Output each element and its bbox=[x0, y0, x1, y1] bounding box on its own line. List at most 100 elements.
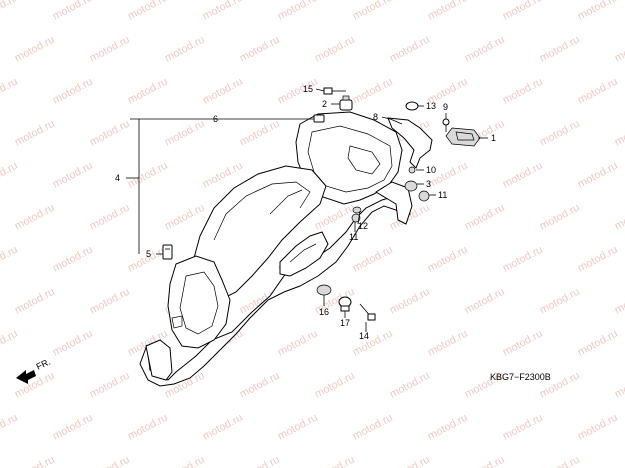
bolt-15-part bbox=[323, 87, 346, 95]
watermark-text: motod.ru bbox=[13, 202, 57, 233]
watermark-text: motod.ru bbox=[538, 454, 582, 468]
watermark-text: motod.ru bbox=[0, 160, 20, 191]
watermark-text: motod.ru bbox=[576, 160, 620, 191]
watermark-text: motod.ru bbox=[238, 454, 282, 468]
watermark-text: motod.ru bbox=[576, 244, 620, 275]
callout-1: 1 bbox=[491, 133, 496, 143]
callout-5: 5 bbox=[146, 249, 151, 259]
watermark-text: motod.ru bbox=[13, 454, 57, 468]
watermark-text: motod.ru bbox=[463, 286, 507, 317]
watermark-text: motod.ru bbox=[576, 0, 620, 23]
callout-16: 16 bbox=[319, 307, 329, 317]
watermark-text: motod.ru bbox=[388, 286, 432, 317]
watermark-text: motod.ru bbox=[351, 412, 395, 443]
watermark-text: motod.ru bbox=[613, 454, 625, 468]
grommet-3-part bbox=[404, 180, 418, 192]
watermark-text: motod.ru bbox=[426, 0, 470, 23]
watermark-text: motod.ru bbox=[388, 370, 432, 401]
watermark-text: motod.ru bbox=[276, 412, 320, 443]
watermark-text: motod.ru bbox=[0, 0, 20, 23]
watermark-text: motod.ru bbox=[501, 76, 545, 107]
watermark-text: motod.ru bbox=[51, 328, 95, 359]
watermark-text: motod.ru bbox=[313, 454, 357, 468]
watermark-text: motod.ru bbox=[13, 118, 57, 149]
watermark-text: motod.ru bbox=[163, 454, 207, 468]
clip-5-part bbox=[162, 244, 173, 260]
callout-9: 9 bbox=[443, 102, 448, 112]
watermark-text: motod.ru bbox=[276, 328, 320, 359]
callout-8: 8 bbox=[373, 112, 378, 122]
watermark-text: motod.ru bbox=[238, 118, 282, 149]
callout-13: 13 bbox=[426, 101, 436, 111]
watermark-text: motod.ru bbox=[426, 244, 470, 275]
watermark-text: motod.ru bbox=[126, 160, 170, 191]
watermark-text: motod.ru bbox=[13, 286, 57, 317]
watermark-text: motod.ru bbox=[576, 76, 620, 107]
watermark-text: motod.ru bbox=[276, 0, 320, 23]
callout-12: 12 bbox=[358, 221, 368, 231]
watermark-text: motod.ru bbox=[88, 34, 132, 65]
callout-3: 3 bbox=[426, 179, 431, 189]
callout-14: 14 bbox=[359, 331, 369, 341]
watermark-text: motod.ru bbox=[501, 160, 545, 191]
callout-2: 2 bbox=[322, 99, 327, 109]
watermark-text: motod.ru bbox=[538, 34, 582, 65]
reflector-1-part bbox=[445, 127, 481, 147]
nut-13-part bbox=[405, 101, 419, 111]
watermark-text: motod.ru bbox=[538, 202, 582, 233]
watermark-text: motod.ru bbox=[576, 412, 620, 443]
callout-17: 17 bbox=[340, 318, 350, 328]
rear-fender-part bbox=[139, 111, 413, 387]
nut-11-lower-part bbox=[351, 213, 361, 223]
watermark-text: motod.ru bbox=[351, 244, 395, 275]
watermark-text: motod.ru bbox=[51, 244, 95, 275]
bolt-14-part bbox=[359, 303, 376, 321]
watermark-text: motod.ru bbox=[0, 244, 20, 275]
watermark-text: motod.ru bbox=[88, 202, 132, 233]
watermark-text: motod.ru bbox=[463, 202, 507, 233]
bracket-8-part bbox=[387, 117, 433, 169]
watermark-text: motod.ru bbox=[388, 34, 432, 65]
watermark-text: motod.ru bbox=[613, 370, 625, 401]
callout-labels: 1 2 3 4 5 6 8 9 10 11 11 12 13 14 15 16 … bbox=[115, 84, 496, 341]
watermark-text: motod.ru bbox=[51, 160, 95, 191]
watermark-text: motod.ru bbox=[88, 370, 132, 401]
nut-11-upper-part bbox=[418, 190, 430, 202]
diagram-code: KBG7−F2300B bbox=[490, 372, 551, 382]
callout-15: 15 bbox=[303, 84, 313, 94]
watermark-text: motod.ru bbox=[238, 370, 282, 401]
watermark-text: motod.ru bbox=[13, 34, 57, 65]
watermark-text: motod.ru bbox=[126, 412, 170, 443]
screw-9-part bbox=[442, 118, 450, 132]
watermark-text: motod.ru bbox=[88, 454, 132, 468]
watermark-text: motod.ru bbox=[51, 412, 95, 443]
watermark-text: motod.ru bbox=[613, 286, 625, 317]
watermark-text: motod.ru bbox=[276, 76, 320, 107]
watermark-text: motod.ru bbox=[201, 412, 245, 443]
watermark-text: motod.ru bbox=[426, 328, 470, 359]
watermark-text: motod.ru bbox=[351, 328, 395, 359]
watermark-text: motod.ru bbox=[51, 76, 95, 107]
watermark-text: motod.ru bbox=[313, 34, 357, 65]
callout-11-upper: 11 bbox=[438, 190, 447, 200]
grommet-16-part bbox=[316, 284, 332, 296]
callout-11-lower: 11 bbox=[349, 232, 358, 242]
watermark-text: motod.ru bbox=[538, 286, 582, 317]
collar-17-part bbox=[338, 296, 352, 312]
watermark-text: motod.ru bbox=[351, 76, 395, 107]
nut-10-part bbox=[408, 166, 416, 174]
watermark-text: motod.ru bbox=[613, 34, 625, 65]
watermark-text: motod.ru bbox=[163, 118, 207, 149]
watermark-text: motod.ru bbox=[0, 76, 20, 107]
watermark-text: motod.ru bbox=[201, 76, 245, 107]
watermark-text: motod.ru bbox=[501, 328, 545, 359]
watermark-text: motod.ru bbox=[88, 118, 132, 149]
watermark-text: motod.ru bbox=[163, 34, 207, 65]
clip-6-part bbox=[313, 114, 325, 123]
callout-4: 4 bbox=[115, 173, 120, 183]
watermark-text: motod.ru bbox=[463, 454, 507, 468]
collar-2-part bbox=[339, 95, 353, 111]
watermark-text: motod.ru bbox=[501, 412, 545, 443]
